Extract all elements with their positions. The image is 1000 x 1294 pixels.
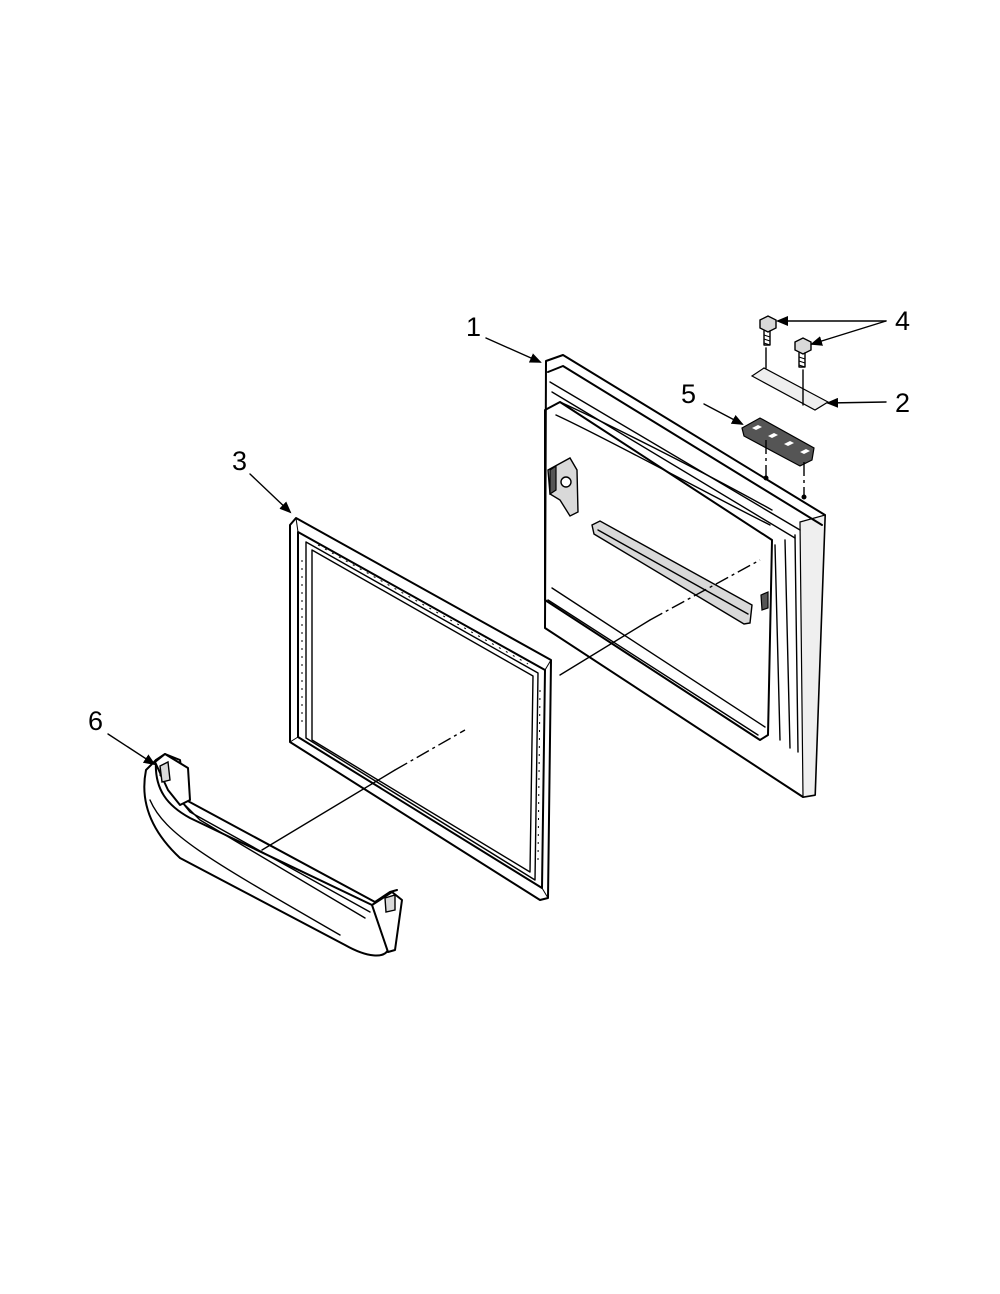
callouts: 1 2 3 4 5 6 [88, 306, 910, 766]
part-1-door [544, 354, 826, 798]
screw-left [759, 315, 777, 346]
callout-3-arrow [249, 473, 292, 514]
callout-1-arrow [485, 337, 542, 363]
callout-3-label: 3 [232, 446, 247, 476]
part-2-cover-plate [750, 367, 830, 411]
callout-6-label: 6 [88, 706, 103, 736]
callout-1: 1 [466, 312, 542, 363]
callout-4-label: 4 [895, 306, 910, 336]
callout-5-arrow [703, 403, 744, 425]
callout-3: 3 [232, 446, 292, 514]
callout-1-label: 1 [466, 312, 481, 342]
part-5-spacer [741, 417, 815, 467]
screw-right [794, 337, 812, 368]
callout-5: 5 [681, 379, 744, 425]
part-4-screws [759, 315, 812, 368]
assembly-lines [261, 347, 805, 851]
callout-6: 6 [88, 706, 156, 766]
callout-4: 4 [776, 306, 910, 346]
callout-5-label: 5 [681, 379, 696, 409]
callout-2-label: 2 [895, 388, 910, 418]
callout-6-arrow [107, 733, 156, 766]
callout-2-arrow [826, 397, 887, 408]
callout-2: 2 [826, 388, 910, 418]
part-3-gasket [289, 517, 552, 901]
part-6-door-bin [143, 753, 403, 957]
callout-4-arrow-right [810, 320, 887, 346]
